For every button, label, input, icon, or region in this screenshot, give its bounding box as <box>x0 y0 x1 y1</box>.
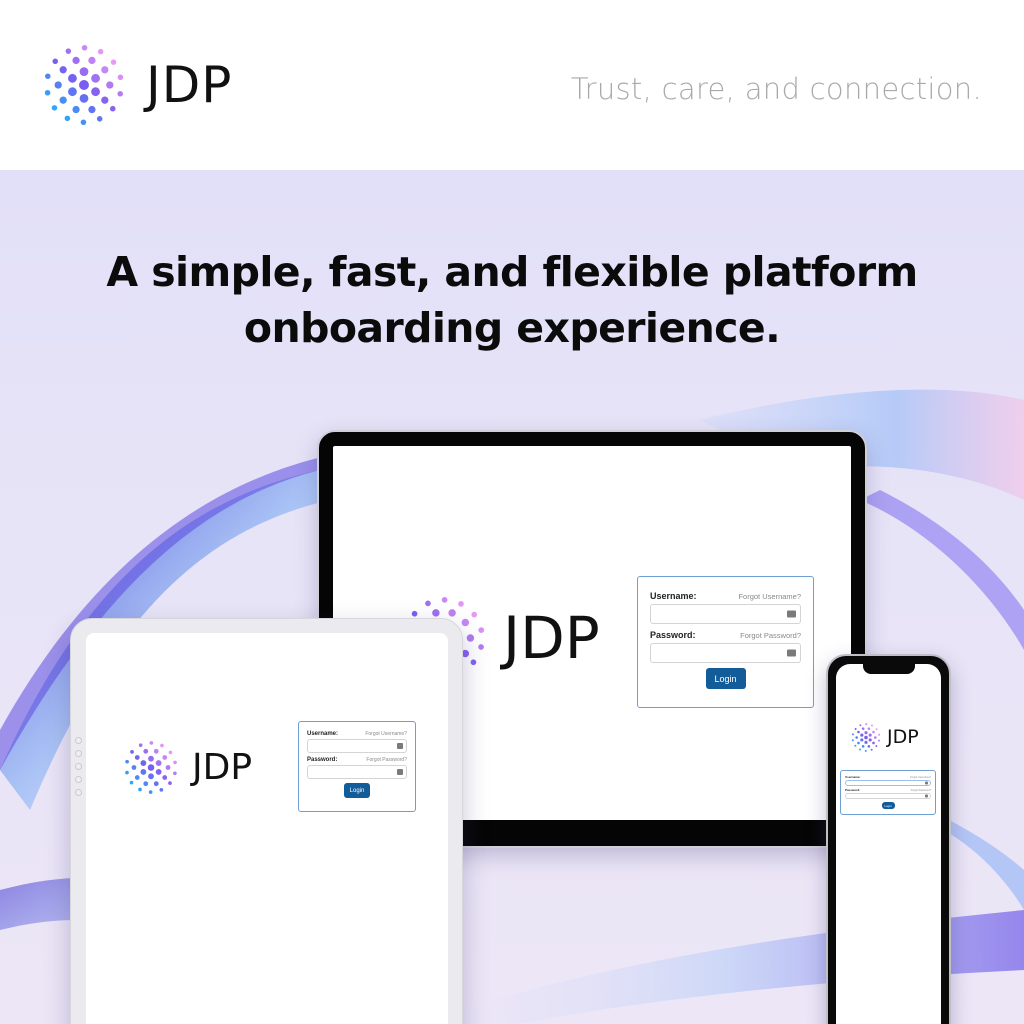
dot-sphere-logo-icon <box>44 44 124 126</box>
password-input[interactable] <box>650 643 801 663</box>
monitor-brand-name: JDP <box>503 604 600 672</box>
password-manager-key-icon[interactable] <box>397 743 403 749</box>
tablet-login-form: Username: Forgot Username? Password: For… <box>298 721 416 812</box>
forgot-username-link[interactable]: Forgot Username? <box>365 731 407 737</box>
tagline: Trust, care, and connection. <box>570 72 982 106</box>
phone-login-form: Username: Forgot Username? Password: For… <box>840 770 936 815</box>
tablet-brand-name: JDP <box>192 746 253 788</box>
password-input[interactable] <box>845 793 931 799</box>
login-button[interactable]: Login <box>344 783 370 798</box>
tablet-brand: JDP <box>122 739 252 796</box>
password-manager-key-icon[interactable] <box>925 794 928 798</box>
login-button[interactable]: Login <box>705 668 746 689</box>
username-label: Username: <box>845 775 861 779</box>
login-button[interactable]: Login <box>881 802 895 809</box>
password-manager-key-icon[interactable] <box>787 610 796 618</box>
dot-sphere-logo-icon <box>125 741 177 794</box>
top-bar: JDP Trust, care, and connection. <box>0 0 1024 170</box>
forgot-password-link[interactable]: Forgot Password? <box>910 789 931 792</box>
headline-line-1: A simple, fast, and flexible platform <box>106 248 918 296</box>
password-input[interactable] <box>307 765 407 779</box>
phone-notch <box>862 664 915 674</box>
brand: JDP <box>40 42 232 128</box>
username-label: Username: <box>650 591 697 601</box>
headline: A simple, fast, and flexible platform on… <box>0 244 1024 356</box>
password-manager-key-icon[interactable] <box>925 781 928 785</box>
phone-screen: JDP Username: Forgot Username? Password:… <box>836 664 941 1024</box>
phone-device: JDP Username: Forgot Username? Password:… <box>826 654 951 1024</box>
username-label: Username: <box>307 731 339 737</box>
tablet-device: JDP Username: Forgot Username? Password:… <box>70 618 463 1024</box>
password-manager-key-icon[interactable] <box>787 649 796 657</box>
forgot-username-link[interactable]: Forgot Username? <box>910 776 931 779</box>
forgot-password-link[interactable]: Forgot Password? <box>366 757 407 763</box>
phone-brand-name: JDP <box>887 726 919 748</box>
password-manager-key-icon[interactable] <box>397 769 403 775</box>
headline-line-2: onboarding experience. <box>243 304 781 352</box>
forgot-username-link[interactable]: Forgot Username? <box>738 592 801 601</box>
tablet-screen: JDP Username: Forgot Username? Password:… <box>86 633 448 1024</box>
forgot-password-link[interactable]: Forgot Password? <box>740 631 801 640</box>
phone-brand: JDP <box>850 722 919 753</box>
password-label: Password: <box>650 630 696 640</box>
brand-name: JDP <box>146 56 233 114</box>
username-input[interactable] <box>845 780 931 786</box>
password-label: Password: <box>845 788 861 792</box>
hero-section: A simple, fast, and flexible platform on… <box>0 170 1024 1024</box>
dot-sphere-logo-icon <box>851 723 881 752</box>
username-input[interactable] <box>307 739 407 753</box>
tablet-side-buttons <box>75 737 82 796</box>
monitor-login-form: Username: Forgot Username? Password: For… <box>637 576 814 708</box>
password-label: Password: <box>307 757 338 763</box>
username-input[interactable] <box>650 604 801 624</box>
